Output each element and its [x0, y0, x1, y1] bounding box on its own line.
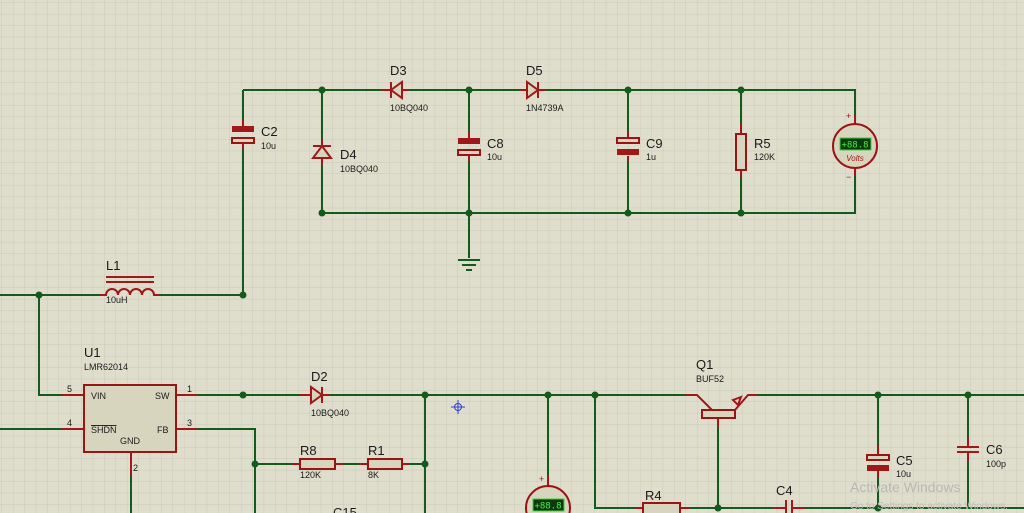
c2-label: C2 — [261, 124, 278, 139]
voltmeter2-plus: + — [539, 474, 544, 484]
pin-1: 1 — [187, 384, 192, 394]
c5-value: 10u — [896, 469, 911, 479]
capacitor-c6[interactable]: C6 100p — [957, 437, 1006, 469]
r1-label: R1 — [368, 443, 385, 458]
transistor-q1[interactable]: Q1 BUF52 — [685, 357, 758, 428]
c5-label: C5 — [896, 453, 913, 468]
voltmeter-2[interactable]: +88.8 + — [525, 474, 571, 513]
d2-value: 10BQ040 — [311, 408, 349, 418]
r1-value: 8K — [368, 470, 379, 480]
watermark-subtitle: Go to Settings to activate Windows. — [850, 501, 1008, 512]
diode-d4[interactable]: D4 10BQ040 — [311, 140, 378, 174]
ic-u1[interactable]: U1 LMR62014 VIN SHDN GND SW FB 5 4 1 3 2 — [62, 345, 198, 475]
c6-label: C6 — [986, 442, 1003, 457]
capacitor-c5[interactable]: C5 10u — [866, 446, 913, 479]
resistor-r8[interactable]: R8 120K — [292, 443, 344, 480]
diode-d2[interactable]: D2 10BQ040 — [300, 369, 349, 418]
voltmeter-minus: − — [846, 172, 851, 182]
l1-label: L1 — [106, 258, 120, 273]
windows-activation-watermark: Activate Windows Go to Settings to activ… — [850, 479, 1008, 512]
l1-value: 10uH — [106, 295, 128, 305]
d3-label: D3 — [390, 63, 407, 78]
voltmeter-output[interactable]: +88.8 Volts + − — [832, 111, 878, 182]
u1-value: LMR62014 — [84, 362, 128, 372]
q1-label: Q1 — [696, 357, 713, 372]
r5-label: R5 — [754, 136, 771, 151]
r4-label: R4 — [645, 488, 662, 503]
pin-4: 4 — [67, 418, 72, 428]
voltmeter2-display: +88.8 — [534, 502, 561, 512]
diode-d5[interactable]: D5 1N4739A — [520, 63, 564, 113]
u1-label: U1 — [84, 345, 101, 360]
d3-value: 10BQ040 — [390, 103, 428, 113]
capacitor-c4[interactable]: C4 — [773, 483, 805, 513]
d4-value: 10BQ040 — [340, 164, 378, 174]
c8-label: C8 — [487, 136, 504, 151]
capacitor-c2[interactable]: C2 10u — [231, 120, 278, 151]
r8-value: 120K — [300, 470, 321, 480]
junctions — [35, 86, 972, 512]
q1-value: BUF52 — [696, 374, 724, 384]
diode-d3[interactable]: D3 10BQ040 — [382, 63, 428, 113]
crosshair-cursor — [451, 400, 465, 414]
pin-sw: SW — [155, 391, 170, 401]
c15-label: C15 — [333, 505, 357, 513]
resistor-r1[interactable]: R1 8K — [360, 443, 410, 480]
pin-5: 5 — [67, 384, 72, 394]
voltmeter-plus: + — [846, 111, 851, 121]
pin-3: 3 — [187, 418, 192, 428]
pin-gnd: GND — [120, 436, 141, 446]
inductor-l1[interactable]: L1 10uH — [100, 258, 160, 305]
pin-2: 2 — [133, 463, 138, 473]
resistor-r5[interactable]: R5 120K — [735, 124, 775, 178]
resistor-r4[interactable]: R4 — [635, 488, 690, 513]
pin-fb: FB — [157, 425, 169, 435]
capacitor-c8[interactable]: C8 10u — [457, 132, 504, 162]
d5-label: D5 — [526, 63, 543, 78]
c9-label: C9 — [646, 136, 663, 151]
voltmeter-unit: Volts — [846, 154, 864, 163]
pin-vin: VIN — [91, 391, 106, 401]
c2-value: 10u — [261, 141, 276, 151]
r5-value: 120K — [754, 152, 775, 162]
c6-value: 100p — [986, 459, 1006, 469]
c4-label: C4 — [776, 483, 793, 498]
c8-value: 10u — [487, 152, 502, 162]
c9-value: 1u — [646, 152, 656, 162]
watermark-title: Activate Windows — [850, 479, 960, 495]
d2-label: D2 — [311, 369, 328, 384]
r8-label: R8 — [300, 443, 317, 458]
pin-shdn: SHDN — [91, 425, 117, 435]
d5-value: 1N4739A — [526, 103, 564, 113]
voltmeter-display: +88.8 — [841, 141, 868, 151]
capacitor-c9[interactable]: C9 1u — [616, 132, 663, 162]
ground-symbol — [458, 259, 480, 271]
d4-label: D4 — [340, 147, 357, 162]
